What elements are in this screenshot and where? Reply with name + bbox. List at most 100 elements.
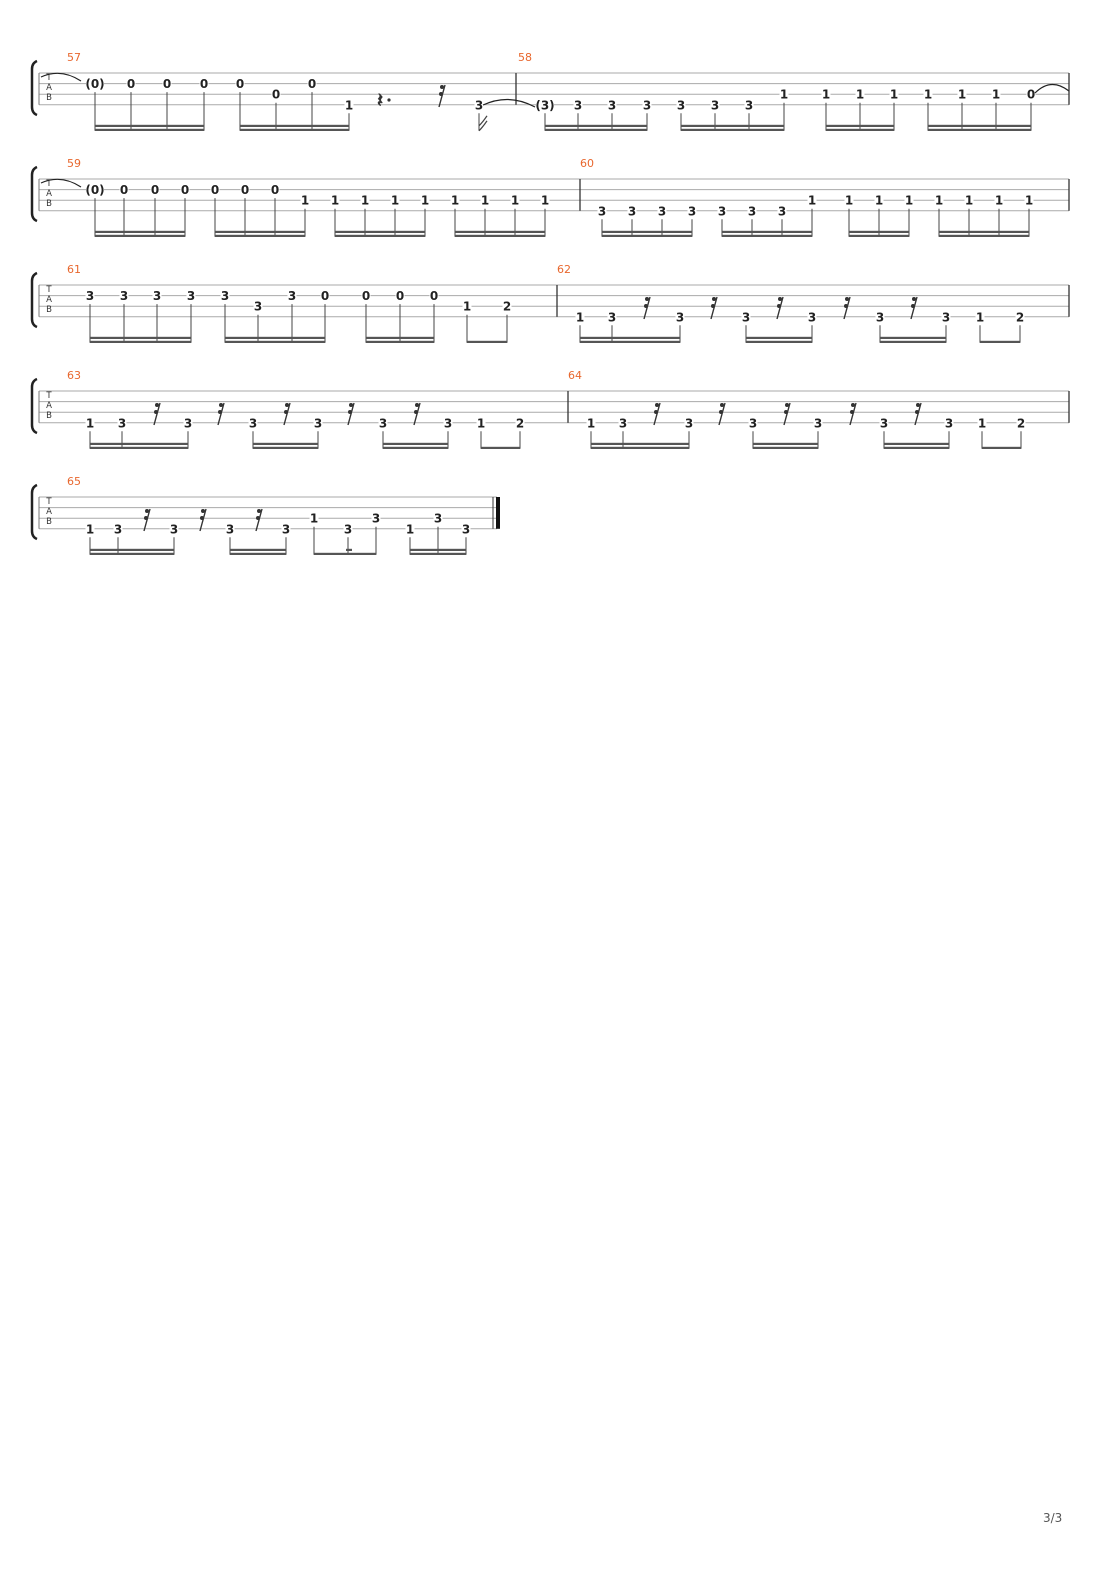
beam	[335, 234, 425, 237]
fret-number: 3	[676, 310, 684, 324]
fret-number: 3	[880, 416, 888, 430]
fret-bg	[879, 417, 889, 430]
rest-dot	[720, 403, 724, 407]
fret-number: 0	[1027, 88, 1035, 102]
fret-number: 1	[477, 416, 485, 430]
fret-number: 1	[576, 310, 584, 324]
fret-bg	[240, 184, 250, 197]
fret-number: 0	[127, 77, 135, 91]
fret-bg	[717, 205, 727, 218]
fret-bg	[330, 194, 340, 207]
rest-dot	[284, 410, 288, 414]
beam	[410, 548, 466, 551]
rest-dot	[912, 297, 916, 301]
fret-bg	[126, 78, 136, 91]
fret-number: 3	[170, 522, 178, 536]
tie	[1034, 83, 1070, 94]
fret-number: 1	[992, 88, 1000, 102]
fret-bg	[586, 417, 596, 430]
beam	[314, 552, 376, 555]
sixteenth-rest-icon	[653, 402, 661, 426]
beam	[980, 340, 1020, 343]
rest-dot	[851, 403, 855, 407]
beam	[455, 230, 545, 233]
fret-bg	[433, 512, 443, 525]
fret-number: 3	[745, 98, 753, 112]
rest-dot	[784, 410, 788, 414]
fret-number: 1	[845, 194, 853, 208]
fret-number: 3	[742, 310, 750, 324]
fret-bg	[944, 417, 954, 430]
fret-number: 3	[120, 289, 128, 303]
fret-bg	[844, 194, 854, 207]
fret-number: 3	[677, 98, 685, 112]
rest-dot	[154, 410, 158, 414]
fret-number: 1	[86, 522, 94, 536]
system-bracket	[30, 377, 38, 435]
fret-bg	[540, 194, 550, 207]
beam	[722, 234, 812, 237]
fret-number: 3	[221, 289, 229, 303]
beam	[580, 340, 680, 343]
tab-clef-letter: A	[46, 83, 52, 93]
fret-number: 1	[856, 88, 864, 102]
fret-number: 1	[780, 88, 788, 102]
fret-number: 2	[503, 300, 511, 314]
fret-number: 3	[608, 310, 616, 324]
fret-number: 1	[310, 512, 318, 526]
fret-bg	[378, 417, 388, 430]
beam	[383, 446, 448, 449]
fret-number: 3	[876, 310, 884, 324]
fret-bg	[119, 184, 129, 197]
fret-bg	[1026, 88, 1036, 101]
fret-bg	[607, 311, 617, 324]
fret-number: 1	[995, 194, 1003, 208]
fret-number: 1	[965, 194, 973, 208]
fret-bg	[1015, 311, 1025, 324]
fret-bg	[253, 300, 263, 313]
fret-bg	[270, 184, 280, 197]
fret-number: 1	[976, 310, 984, 324]
beam	[591, 446, 689, 449]
fret-bg	[220, 290, 230, 303]
tab-clef-letter: A	[46, 401, 52, 411]
fret-bg	[607, 99, 617, 112]
tab-clef-letter: A	[46, 507, 52, 517]
fret-number: 0	[200, 77, 208, 91]
fret-bg	[344, 99, 354, 112]
rest-dot	[439, 92, 443, 96]
fret-bg	[855, 88, 865, 101]
fret-bg	[964, 194, 974, 207]
fret-number: 3	[598, 204, 606, 218]
beam	[253, 442, 318, 445]
beam	[880, 340, 946, 343]
bar-number: 64	[568, 369, 582, 382]
tab-clef-letter: B	[46, 411, 52, 421]
fret-bg	[450, 194, 460, 207]
fret-bg	[657, 205, 667, 218]
beam	[928, 124, 1031, 127]
fret-bg	[360, 194, 370, 207]
fret-number: 0	[163, 77, 171, 91]
sixteenth-rest-icon	[217, 402, 225, 426]
fret-bg	[361, 290, 371, 303]
rest-dot	[911, 304, 915, 308]
fret-number: 3	[114, 522, 122, 536]
fret-number: 1	[463, 300, 471, 314]
fret-bg	[309, 512, 319, 525]
fret-bg	[180, 184, 190, 197]
beam	[240, 124, 349, 127]
bar-number: 65	[67, 475, 81, 488]
system-bracket	[30, 59, 38, 117]
fret-bg	[152, 290, 162, 303]
sixteenth-rest-icon	[153, 402, 161, 426]
fret-bg	[117, 417, 127, 430]
fret-bg	[676, 99, 686, 112]
fret-number: 1	[587, 416, 595, 430]
fret-number: (0)	[85, 183, 104, 197]
fret-number: 1	[511, 194, 519, 208]
fret-bg	[183, 417, 193, 430]
beam	[746, 340, 812, 343]
beam	[335, 230, 425, 233]
beam	[939, 234, 1029, 237]
